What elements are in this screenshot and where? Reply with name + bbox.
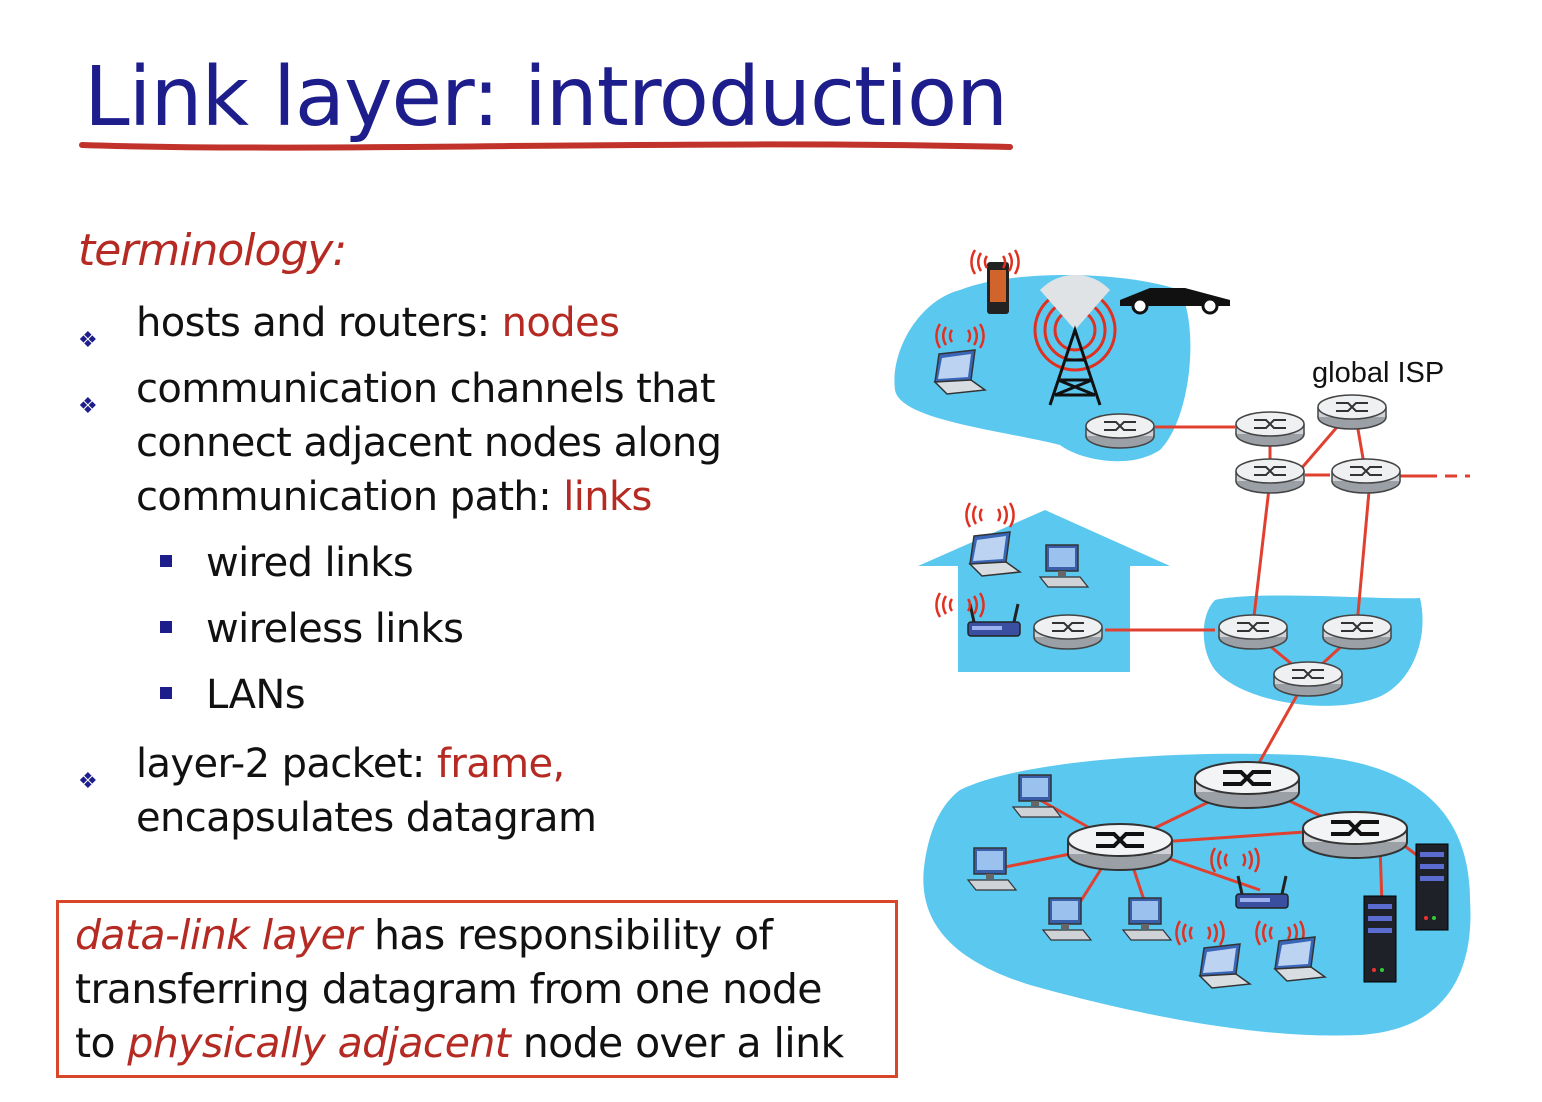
router-icon (1317, 394, 1387, 430)
bullet-nodes-prefix: hosts and routers: (136, 300, 502, 346)
router-icon (1033, 614, 1103, 650)
term-physically-adjacent: physically adjacent (127, 1019, 511, 1067)
terminology-heading: terminology: (78, 225, 347, 276)
definition-line3-rest: node over a link (510, 1019, 845, 1067)
router-icon (1322, 614, 1392, 650)
router-icon (1235, 411, 1305, 447)
router-icon (1301, 810, 1409, 860)
square-bullet-icon (160, 555, 172, 567)
definition-line3-prefix: to (75, 1019, 128, 1067)
diamond-bullet-icon: ❖ (78, 328, 98, 353)
car-icon (1120, 288, 1230, 315)
definition-line2: transferring datagram from one node (75, 965, 823, 1013)
router-icon (1085, 413, 1155, 449)
wireless-signal-icon (965, 501, 1015, 529)
square-bullet-icon (160, 687, 172, 699)
router-icon (1193, 760, 1301, 810)
cell-tower-icon (1033, 274, 1117, 406)
bullet-frame-line2: encapsulates datagram (136, 795, 597, 841)
network-diagram: global ISP (894, 248, 1471, 1036)
diamond-bullet-icon: ❖ (78, 769, 98, 794)
sub-bullet-lans: LANs (160, 668, 306, 722)
bullet-links-line2: connect adjacent nodes along (136, 420, 722, 466)
smartphone-icon (987, 262, 1009, 314)
home-network-region (918, 510, 1170, 672)
sub-bullet-label: wireless links (206, 606, 464, 652)
global-isp-label: global ISP (1312, 357, 1444, 389)
server-icon (1363, 895, 1397, 983)
page-title: Link layer: introduction (84, 50, 1008, 145)
sub-bullet-label: wired links (206, 540, 414, 586)
term-data-link-layer: data-link layer (75, 911, 362, 959)
square-bullet-icon (160, 621, 172, 633)
router-icon (1066, 822, 1174, 872)
bullet-links-line3: communication path: (136, 474, 564, 520)
sub-bullet-label: LANs (206, 672, 306, 718)
router-icon (1218, 614, 1288, 650)
diamond-bullet-icon: ❖ (78, 394, 98, 419)
term-nodes: nodes (501, 300, 620, 346)
server-icon (1415, 843, 1449, 931)
router-icon (1331, 458, 1401, 494)
bullet-links-line1: communication channels that (136, 366, 716, 412)
definition-line1: has responsibility of (361, 911, 773, 959)
title-underline (79, 141, 1013, 151)
router-icon (1235, 458, 1305, 494)
sub-bullet-wired: wired links (160, 536, 414, 590)
term-frame: frame, (436, 741, 565, 787)
router-icon (1273, 661, 1343, 697)
sub-bullet-wireless: wireless links (160, 602, 464, 656)
definition-box: data-link layer has responsibility of tr… (56, 900, 898, 1078)
bullet-frame-prefix: layer-2 packet: (136, 741, 437, 787)
term-links: links (563, 474, 652, 520)
